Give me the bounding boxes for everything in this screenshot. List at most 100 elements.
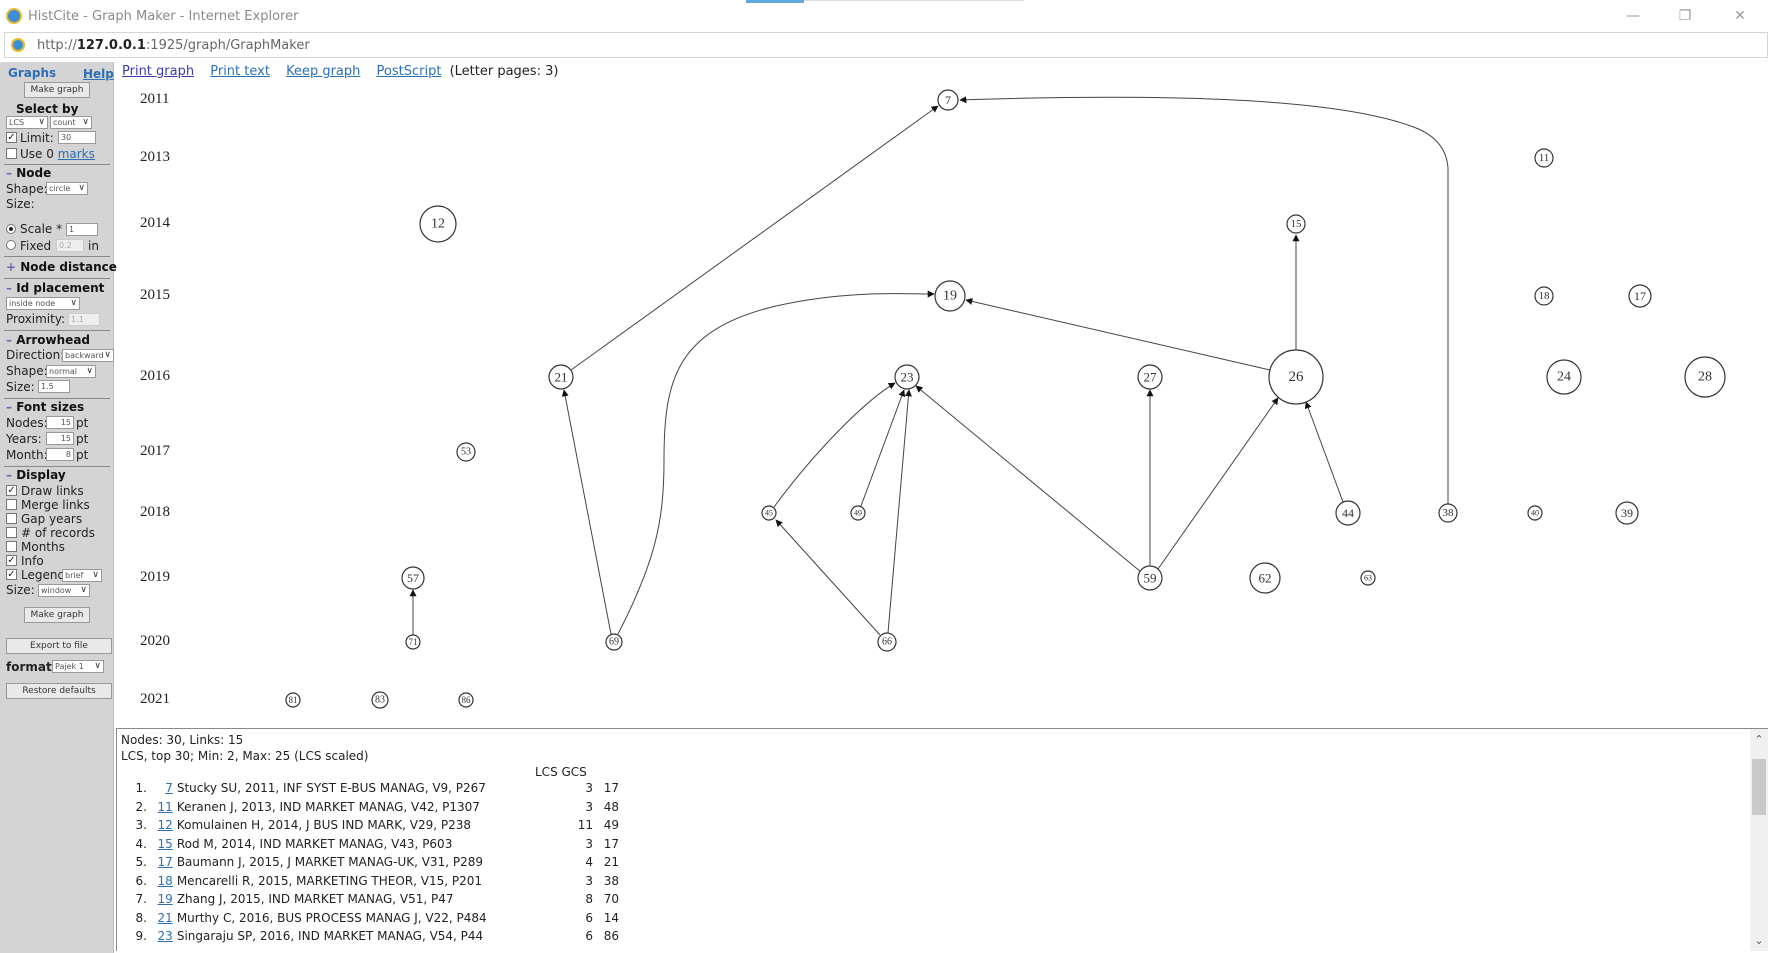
restore-button[interactable]: ❐ [1678,8,1692,24]
months-checkbox[interactable] [6,541,17,552]
record-id-link[interactable]: 17 [157,855,173,869]
make-graph-button-2[interactable]: Make graph [24,607,90,623]
help-link[interactable]: Help [83,67,114,81]
marks-link[interactable]: marks [57,147,95,161]
graph-node[interactable]: 49 [850,505,866,521]
graph-node[interactable]: 27 [1137,364,1163,390]
fixed-size-input[interactable]: 0.2 [56,239,84,252]
select-by-dropdown[interactable]: LCS [6,116,48,129]
graph-node[interactable]: 23 [894,364,920,390]
graph-node[interactable]: 62 [1249,562,1281,594]
graph-node[interactable]: 81 [285,692,301,708]
graph-node[interactable]: 18 [1534,286,1554,306]
graph-node[interactable]: 53 [456,442,476,462]
num-records-checkbox[interactable] [6,527,17,538]
limit-checkbox[interactable]: ✓ [6,132,17,143]
merge-links-checkbox[interactable] [6,499,17,510]
close-button[interactable]: ✕ [1734,8,1746,24]
export-format-dropdown[interactable]: Pajek 1 [52,660,104,673]
graph-node[interactable]: 15 [1286,214,1306,234]
graph-node[interactable]: 66 [877,632,897,652]
years-font-input[interactable]: 15 [46,432,74,445]
address-bar[interactable]: http://127.0.0.1:1925/graph/GraphMaker [4,32,1768,58]
print-text-link[interactable]: Print text [210,64,270,79]
export-to-file-button[interactable]: Export to file [6,638,112,654]
id-placement-section-toggle[interactable]: – Id placement [6,281,105,295]
graph-node[interactable]: 86 [458,692,474,708]
graphs-link[interactable]: Graphs [8,66,57,80]
restore-defaults-button[interactable]: Restore defaults [6,683,112,699]
graph-node[interactable]: 12 [419,205,457,243]
use-marks-checkbox[interactable] [6,148,17,159]
graph-node[interactable]: 69 [605,633,623,651]
node-distance-section-toggle[interactable]: + Node distance [6,260,117,274]
info-checkbox[interactable]: ✓ [6,555,17,566]
graph-node[interactable]: 59 [1137,565,1163,591]
scroll-down-icon[interactable]: ⌄ [1754,934,1764,947]
draw-links-checkbox[interactable]: ✓ [6,485,17,496]
node-shape-dropdown[interactable]: circle [46,182,88,195]
graph-node[interactable]: 24 [1546,359,1582,395]
record-id-link[interactable]: 7 [165,781,173,795]
record-id-link[interactable]: 19 [157,892,173,906]
arrowhead-shape-dropdown[interactable]: normal [46,365,96,378]
scroll-up-icon[interactable]: ⌃ [1754,733,1764,746]
graph-node[interactable]: 63 [1360,570,1376,586]
graph-node[interactable]: 26 [1268,349,1324,405]
record-gcs: 14 [603,910,619,925]
graph-node[interactable]: 11 [1534,148,1554,168]
node-section-toggle[interactable]: – Node [6,166,52,180]
graph-node[interactable]: 38 [1438,503,1458,523]
window-title: HistCite - Graph Maker - Internet Explor… [28,9,299,24]
graph-node[interactable]: 19 [934,280,966,312]
scale-input[interactable]: 1 [66,223,98,236]
graph-node[interactable]: 28 [1684,356,1726,398]
direction-dropdown[interactable]: backward [62,349,114,362]
graph-node[interactable]: 40 [1527,505,1543,521]
record-id-link[interactable]: 15 [157,836,173,851]
legend-dropdown[interactable]: brief [62,569,102,582]
scale-radio[interactable] [6,224,16,234]
graph-node[interactable]: 21 [548,364,574,390]
record-id-link[interactable]: 21 [157,910,173,925]
scroll-thumb[interactable] [1752,759,1766,815]
print-graph-link[interactable]: Print graph [122,64,195,79]
graph-node[interactable]: 71 [405,634,421,650]
graph-node[interactable]: 45 [761,505,777,521]
selection-summary: LCS, top 30; Min: 2, Max: 25 (LCS scaled… [121,749,369,763]
graph-node[interactable]: 57 [401,566,425,590]
make-graph-button[interactable]: Make graph [24,82,90,98]
month-font-input[interactable]: 8 [46,448,74,461]
font-sizes-section-toggle[interactable]: – Font sizes [6,400,85,414]
info-label: Info [21,554,44,568]
legend-checkbox[interactable]: ✓ [6,569,17,580]
record-gcs: 48 [603,799,619,814]
graph-node[interactable]: 83 [371,691,389,709]
arrowhead-size-input[interactable]: 1.5 [38,380,70,393]
keep-graph-link[interactable]: Keep graph [286,64,361,79]
graph-node[interactable]: 17 [1628,284,1652,308]
select-mode-dropdown[interactable]: count [50,116,92,129]
record-citation: Murthy C, 2016, BUS PROCESS MANAG J, V22… [176,910,487,925]
display-size-dropdown[interactable]: window [38,584,90,597]
record-id-link[interactable]: 11 [157,799,173,814]
graph-node[interactable]: 39 [1615,501,1639,525]
graph-node[interactable]: 44 [1335,500,1361,526]
minimize-button[interactable]: — [1626,8,1640,24]
nodes-font-input[interactable]: 15 [46,416,74,429]
proximity-input[interactable]: 1.1 [68,313,100,326]
info-scrollbar[interactable]: ⌃ ⌄ [1750,729,1768,951]
url-text[interactable]: http://127.0.0.1:1925/graph/GraphMaker [37,38,310,53]
graph-node[interactable]: 7 [937,89,959,111]
record-id-link[interactable]: 12 [157,818,173,832]
arrowhead-section-toggle[interactable]: – Arrowhead [6,333,91,347]
limit-input[interactable]: 30 [58,131,96,144]
record-id-link[interactable]: 23 [157,929,173,943]
display-section-toggle[interactable]: – Display [6,468,66,482]
postscript-link[interactable]: PostScript [376,64,442,79]
year-label: 2016 [140,368,170,384]
gap-years-checkbox[interactable] [6,513,17,524]
id-placement-dropdown[interactable]: inside node [6,297,80,310]
record-id-link[interactable]: 18 [157,873,173,888]
fixed-radio[interactable] [6,240,16,250]
